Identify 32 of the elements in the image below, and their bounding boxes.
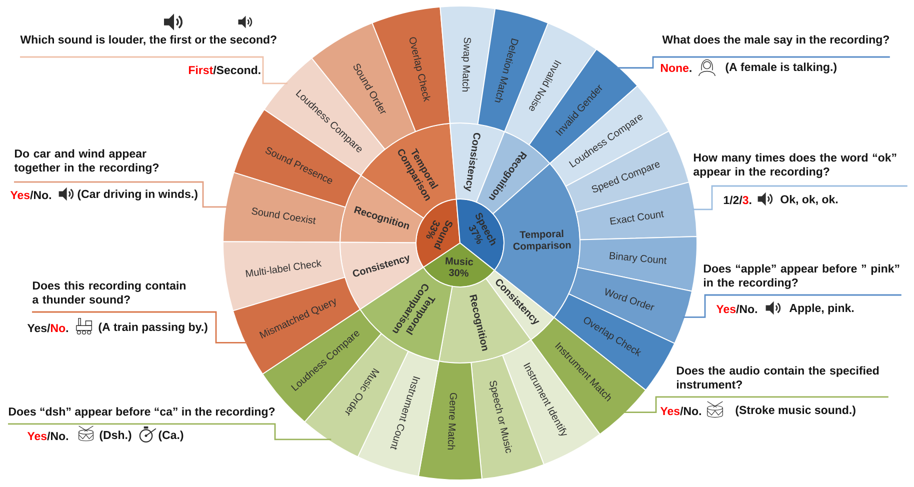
question-text: Do car and wind appear together in the recording? [14, 149, 159, 174]
answer-text: Yes/No. [660, 406, 701, 416]
leader-line [682, 294, 902, 318]
question-text: Which sound is louder, the first or the second? [20, 35, 276, 46]
answer-text: Yes/No. [27, 432, 68, 440]
leader-line [692, 185, 908, 210]
answer-text: Yes/No. [716, 304, 757, 314]
sunburst-outer-segment: Swap Match [440, 6, 496, 125]
leader-line [32, 311, 248, 344]
question-text: How many times does the word “ok” appear in the recording? [694, 153, 896, 178]
answer-text: Yes/No. [27, 324, 68, 332]
answer-text: First/Second. [188, 66, 260, 74]
answer-text: Yes/No. [10, 190, 51, 200]
note-text: (A female is talking.) [726, 62, 836, 74]
leader-line [622, 396, 888, 414]
note-text: Ok, ok, ok. [780, 194, 838, 206]
question-text: Does “apple” appear before ” pink” in the recording? [704, 264, 900, 289]
leader-line [20, 56, 288, 84]
answer-text: 1/2/3. [724, 196, 752, 204]
question-text: Does the audio contain the specified instrument? [676, 366, 879, 389]
leader-line [616, 56, 890, 69]
question-text: What does the male say in the recording? [662, 35, 890, 46]
note-text: (Dsh.) [100, 430, 132, 442]
note-text: (Ca.) [158, 430, 184, 442]
note-text: (Stroke music sound.) [736, 406, 856, 416]
leader-line [14, 181, 228, 208]
question-text: Does this recording contain a thunder sound? [32, 281, 186, 304]
note-text: Apple, pink. [789, 304, 854, 314]
answer-text: None. [660, 64, 692, 72]
leader-line [8, 423, 332, 440]
note-text: (A train passing by.) [98, 322, 208, 334]
note-text: (Car driving in winds.) [78, 190, 198, 200]
